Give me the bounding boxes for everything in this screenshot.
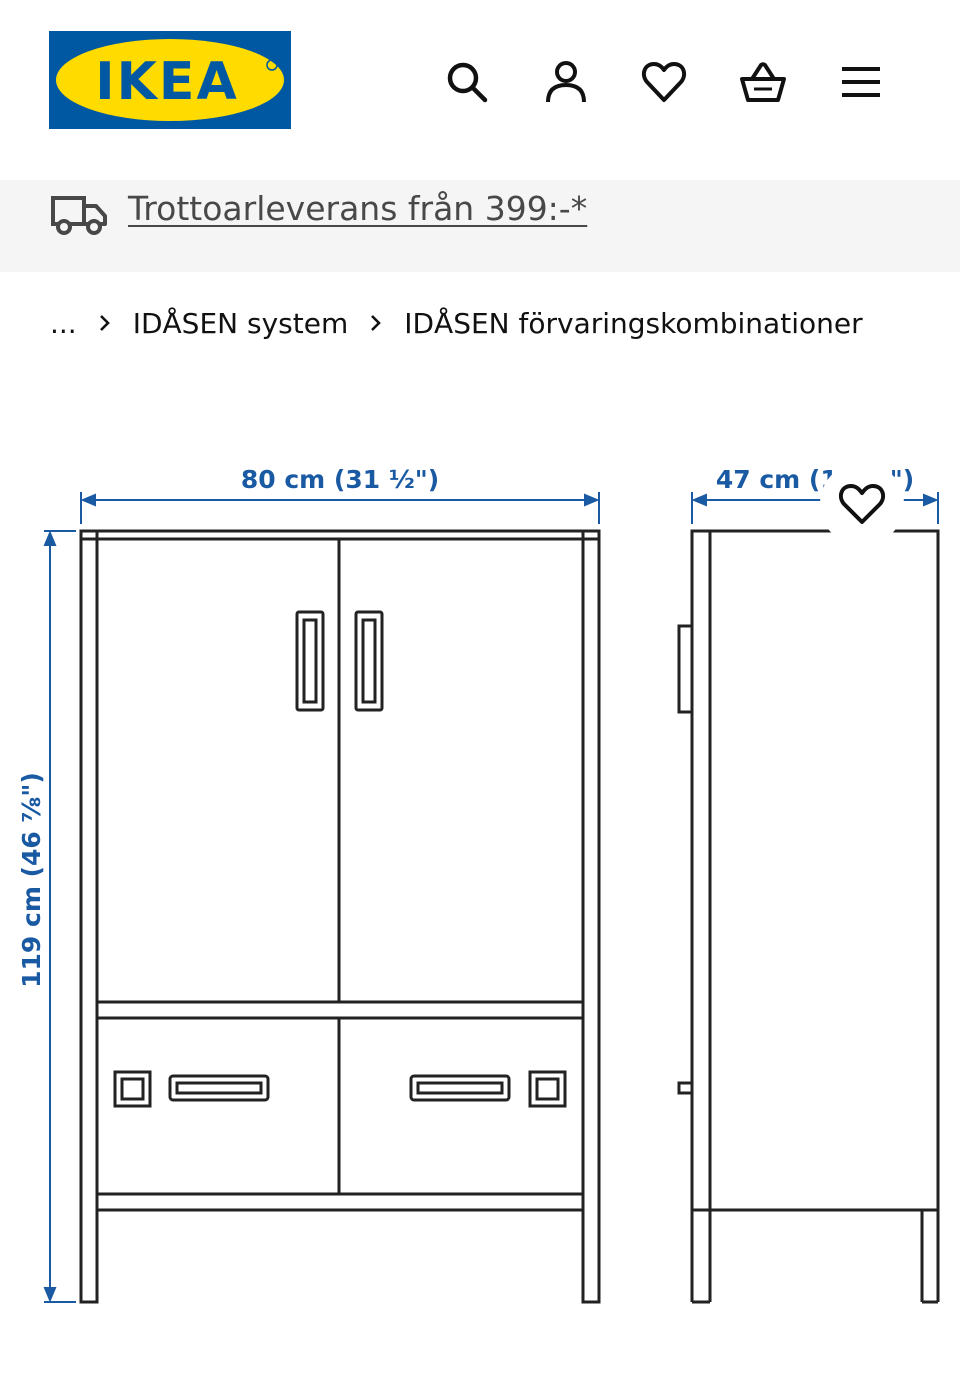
breadcrumb-item-storage-combinations[interactable]: IDÅSEN förvaringskombinationer (404, 306, 863, 340)
delivery-link[interactable]: Trottoarleverans från 399:-* (128, 189, 588, 228)
basket-icon[interactable] (735, 54, 791, 110)
heart-icon[interactable] (636, 54, 692, 110)
header: IKEA (0, 0, 960, 180)
heart-icon (838, 484, 886, 524)
breadcrumb-ellipsis[interactable]: ... (50, 306, 77, 340)
search-icon[interactable] (439, 54, 495, 110)
breadcrumb: ... IDÅSEN system IDÅSEN förvaringskombi… (50, 303, 863, 343)
breadcrumb-item-idasen-system[interactable]: IDÅSEN system (132, 306, 349, 340)
ikea-logo[interactable]: IKEA (49, 31, 291, 129)
add-to-favourites-button[interactable] (820, 462, 904, 546)
menu-icon[interactable] (833, 54, 889, 110)
logo-text: IKEA (95, 52, 238, 112)
width-dimension-label: 80 cm (31 ½") (241, 465, 439, 494)
height-dimension-label: 119 cm (46 ⅞") (17, 772, 46, 988)
truck-icon (51, 196, 107, 235)
profile-icon[interactable] (538, 54, 594, 110)
chevron-right-icon (348, 314, 404, 332)
product-dimension-image[interactable]: 80 cm (31 ½") 47 cm (18 ½") 119 cm (46 ⅞… (0, 440, 960, 1320)
chevron-right-icon (77, 314, 133, 332)
delivery-banner (0, 180, 960, 272)
